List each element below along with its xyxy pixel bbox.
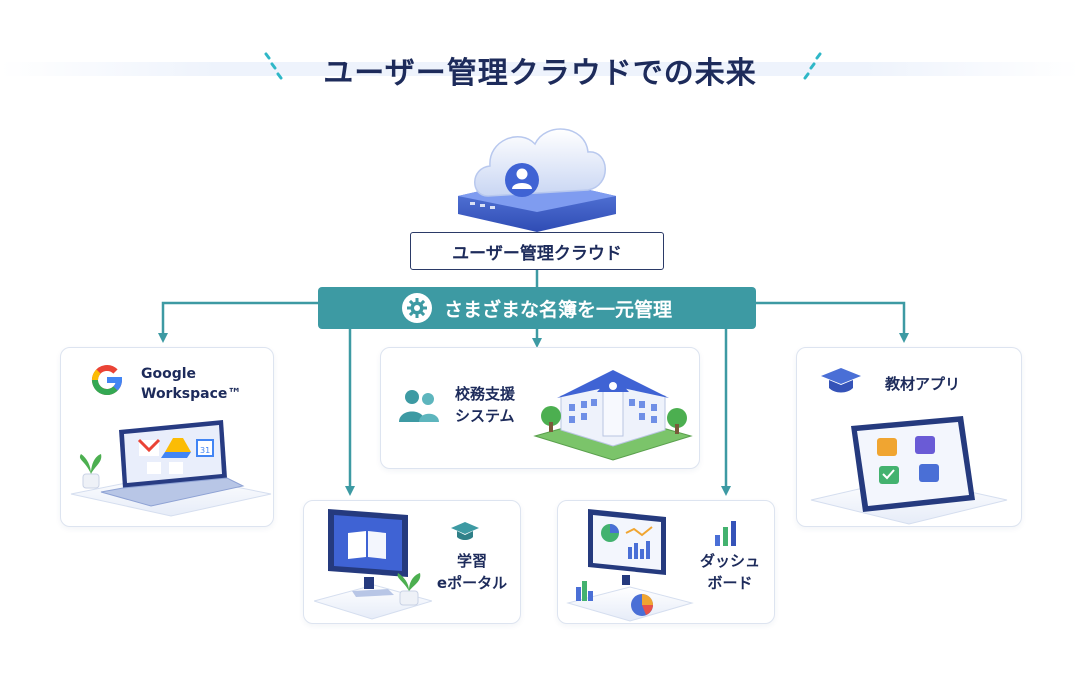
right-dash-decoration: [796, 46, 826, 86]
central-banner: さまざまな名簿を一元管理: [318, 287, 756, 329]
cloud-label-box: ユーザー管理クラウド: [410, 232, 664, 270]
google-label: Google Workspace™: [141, 364, 241, 405]
drive-icon: [161, 438, 191, 458]
node-school-support: 校務支援 システム: [380, 347, 700, 469]
chart-icon: [566, 509, 694, 622]
laptop-illustration: 31: [70, 420, 272, 517]
gear-icon: [401, 293, 432, 323]
node-learning-eportal: 学習 eポータル: [303, 500, 521, 624]
bar-chart-icon: [715, 521, 736, 546]
dashboard-label-line1: ダッシュ: [699, 552, 760, 570]
node-google-workspace: Google Workspace™ 31: [60, 347, 274, 527]
svg-text:31: 31: [200, 446, 210, 455]
google-g-icon: [91, 365, 123, 395]
gmail-icon: [137, 438, 161, 456]
node-teaching-materials: 教材アプリ: [796, 347, 1022, 527]
google-label-line1: Google: [141, 366, 197, 382]
graduation-cap-icon: [821, 368, 861, 393]
page-title: ユーザー管理クラウドでの未来: [323, 56, 757, 91]
google-label-line2: Workspace™: [141, 386, 242, 403]
school-label-line2: システム: [455, 406, 515, 425]
school-label-line1: 校務支援: [455, 385, 516, 403]
calendar-icon: 31: [196, 439, 214, 457]
dashboard-label: ダッシュ ボード: [688, 551, 772, 595]
connector-lines: [158, 270, 909, 496]
title-area: ユーザー管理クラウドでの未来: [0, 40, 1080, 96]
title-band: [0, 62, 1080, 76]
school-label: 校務支援 システム: [455, 384, 515, 428]
portal-label-line1: 学習: [456, 552, 487, 570]
node-dashboard: ダッシュ ボード: [557, 500, 775, 624]
left-dash-decoration: [262, 46, 292, 86]
building-icon: [533, 370, 693, 461]
dashboard-label-line2: ボード: [707, 573, 753, 592]
portal-label-line2: eポータル: [436, 573, 508, 592]
cloud-label: ユーザー管理クラウド: [452, 243, 622, 264]
portal-label: 学習 eポータル: [430, 551, 514, 595]
monitor-illustration: [314, 509, 432, 620]
plant-icon: [397, 573, 421, 606]
cloud-server-illustration: [458, 128, 616, 232]
graduation-cap-icon: [451, 522, 479, 540]
banner-label: さまざまな名簿を一元管理: [443, 298, 672, 321]
plant-icon: [79, 454, 102, 489]
tablet-illustration: [810, 416, 1008, 525]
kyozai-label: 教材アプリ: [885, 375, 961, 393]
people-icon: [399, 390, 439, 422]
